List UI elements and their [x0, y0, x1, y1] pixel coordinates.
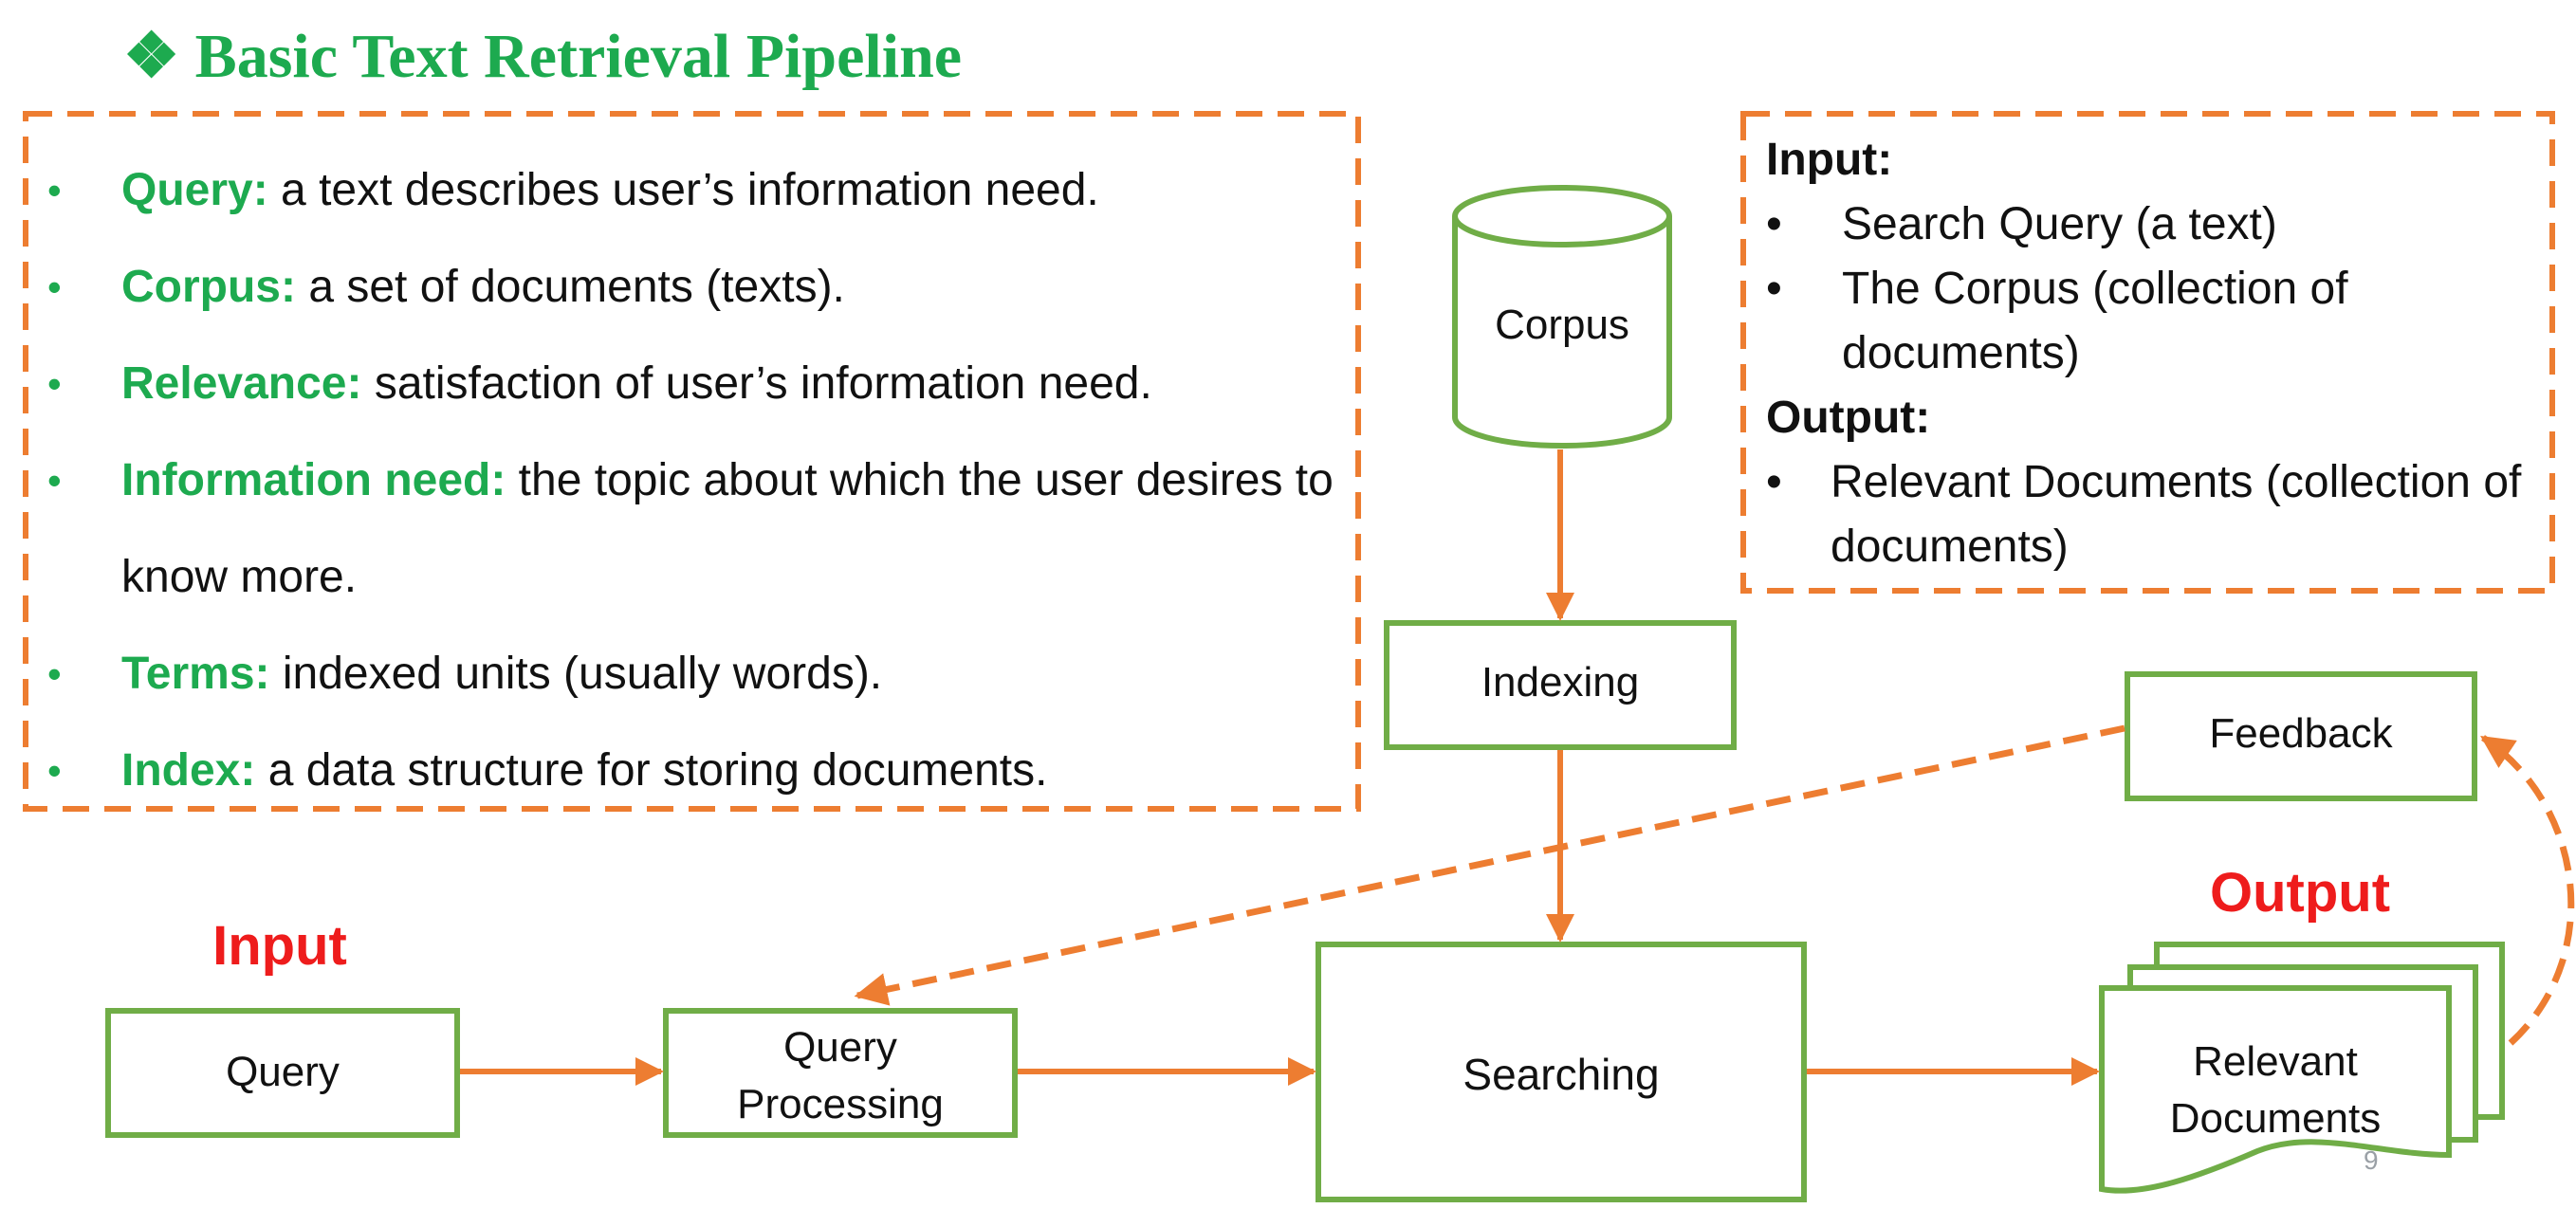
relevant-documents-line2: Documents: [2169, 1095, 2382, 1142]
query-box: [105, 1008, 460, 1138]
io-input-item: • Search Query (a text): [1766, 192, 2563, 257]
bullet: •: [47, 168, 62, 212]
bullet: •: [47, 265, 62, 309]
definition-text: a set of documents (texts).: [295, 262, 845, 312]
definition-relevance: • Relevance: satisfaction of user’s info…: [47, 336, 1347, 432]
definition-text: the topic about which the user desires t…: [121, 455, 1334, 602]
query-processing-line2: Processing: [737, 1081, 944, 1127]
query-label: Query: [226, 1049, 340, 1095]
input-label: Input: [212, 915, 347, 977]
io-output-heading: Output:: [1766, 393, 1931, 443]
definition-text: indexed units (usually words).: [269, 649, 883, 699]
io-input-heading: Input:: [1766, 135, 1893, 185]
io-input-item-text: Search Query (a text): [1842, 199, 2277, 249]
relevant-documents-stack: [2099, 942, 2505, 1194]
bullet: •: [47, 651, 62, 696]
io-output-item: • Relevant Documents (collection of docu…: [1766, 450, 2563, 579]
io-panel: Input: • Search Query (a text) • The Cor…: [1766, 128, 2563, 579]
definition-information-need: • Information need: the topic about whic…: [47, 432, 1347, 626]
corpus-cylinder: [1452, 185, 1672, 449]
indexing-label: Indexing: [1481, 659, 1640, 705]
output-label: Output: [2209, 862, 2391, 924]
bullet: •: [47, 458, 62, 503]
definition-term: Corpus:: [121, 262, 296, 312]
io-frame: [1740, 111, 2555, 594]
feedback-box: [2125, 671, 2477, 801]
definition-corpus: • Corpus: a set of documents (texts).: [47, 239, 1347, 336]
query-processing-label: Query Processing: [666, 1019, 1015, 1133]
corpus-label: Corpus: [1495, 302, 1629, 348]
searching-label: Searching: [1463, 1050, 1660, 1099]
io-input-item: • The Corpus (collection of documents): [1766, 257, 2563, 386]
query-processing-line1: Query: [783, 1024, 897, 1071]
relevant-documents-line1: Relevant: [2193, 1038, 2358, 1085]
definition-text: satisfaction of user’s information need.: [361, 358, 1152, 409]
bullet: •: [1766, 264, 1782, 314]
relevant-documents-label: Relevant Documents: [2102, 1034, 2449, 1147]
slide-title: ❖ Basic Text Retrieval Pipeline: [123, 22, 963, 91]
definition-terms: • Terms: indexed units (usually words).: [47, 626, 1347, 723]
definitions-frame: [23, 111, 1361, 812]
feedback-label: Feedback: [2209, 710, 2393, 757]
page-number: 9: [2364, 1145, 2379, 1175]
definition-query: • Query: a text describes user’s informa…: [47, 142, 1347, 239]
definition-term: Relevance:: [121, 358, 362, 409]
arrow-output-to-feedback: [2480, 735, 2575, 1046]
query-processing-box: [663, 1008, 1018, 1138]
bullet: •: [1766, 457, 1782, 507]
definition-term: Information need:: [121, 455, 506, 505]
definition-text: a text describes user’s information need…: [267, 165, 1099, 215]
io-output-item-text: Relevant Documents (collection of docume…: [1831, 457, 2522, 572]
bullet: •: [47, 748, 62, 793]
definition-term: Index:: [121, 745, 256, 796]
definition-term: Query:: [121, 165, 268, 215]
definition-index: • Index: a data structure for storing do…: [47, 723, 1347, 819]
searching-box: [1316, 942, 1807, 1202]
arrow-feedback-to-processing: [854, 724, 2125, 1006]
bullet: •: [47, 361, 62, 406]
definition-term: Terms:: [121, 649, 270, 699]
indexing-box: [1384, 620, 1737, 750]
bullet: •: [1766, 199, 1782, 249]
definitions-list: • Query: a text describes user’s informa…: [47, 142, 1347, 819]
definition-text: a data structure for storing documents.: [255, 745, 1048, 796]
io-input-item-text: The Corpus (collection of documents): [1842, 264, 2348, 378]
